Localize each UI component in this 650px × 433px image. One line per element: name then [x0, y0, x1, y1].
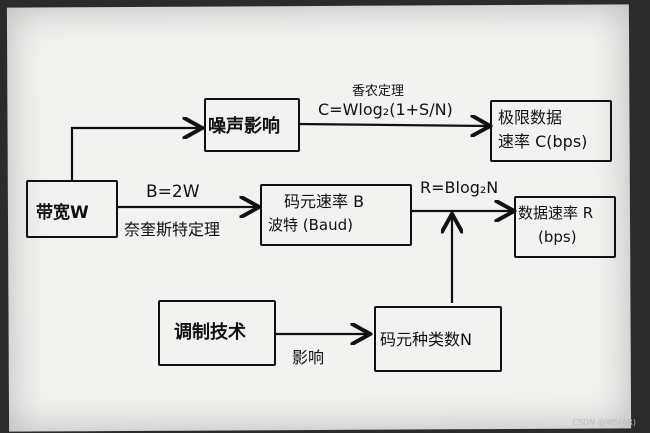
nyquist-theorem-label: 奈奎斯特定理 — [124, 220, 221, 239]
symbol-rate-label-2: 波特 (Baud) — [268, 216, 353, 234]
symbol-rate-label-1: 码元速率 B — [284, 192, 365, 211]
bandwidth-label: 带宽W — [36, 203, 89, 223]
modulation-label: 调制技术 — [174, 322, 246, 343]
watermark: CSDN @WS(AR) — [572, 418, 636, 427]
symbol-types-box — [374, 306, 502, 372]
data-rate-label-2: (bps) — [538, 228, 577, 246]
nyquist-formula-label: B=2W — [146, 182, 200, 202]
symbol-rate-box — [260, 184, 412, 246]
shannon-formula-label: C=Wlog₂(1+S/N) — [318, 100, 453, 119]
limit-rate-label-2: 速率 C(bps) — [498, 132, 588, 151]
bandwidth-box — [26, 180, 118, 238]
noise-box — [204, 98, 300, 152]
limit-rate-box — [490, 100, 612, 162]
influence-label: 影响 — [292, 348, 325, 367]
noise-label: 噪声影响 — [208, 116, 280, 137]
limit-rate-label-1: 极限数据 — [498, 108, 563, 127]
arrow-noise-to-limit — [297, 124, 488, 126]
shannon-theorem-label: 香农定理 — [352, 84, 405, 99]
symbol-types-label: 码元种类数N — [380, 330, 472, 349]
data-rate-box — [514, 196, 616, 258]
data-rate-label-1: 数据速率 R — [518, 204, 594, 222]
rate-formula-label: R=Blog₂N — [420, 178, 499, 197]
arrow-bandwidth-to-noise — [70, 128, 200, 180]
modulation-box — [158, 300, 276, 366]
